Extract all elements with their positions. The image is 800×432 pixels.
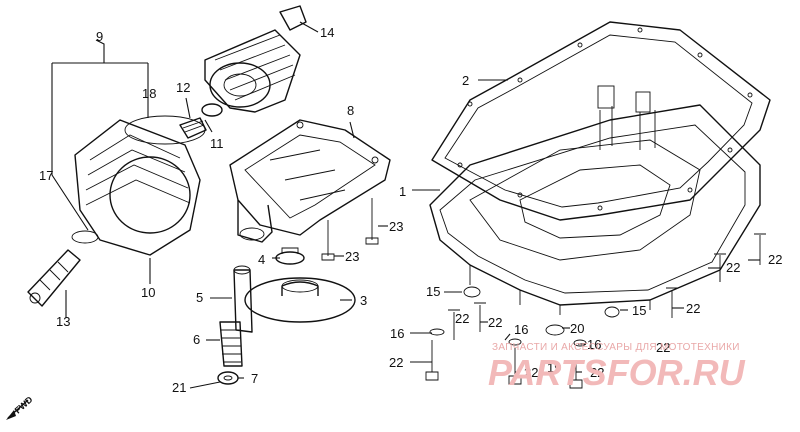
label-2: 2 [462, 73, 469, 88]
label-11: 11 [210, 136, 224, 151]
label-10: 10 [141, 285, 155, 300]
label-5: 5 [196, 290, 203, 305]
label-19: 19 [547, 360, 561, 375]
label-16b: 16 [514, 322, 528, 337]
label-13: 13 [56, 314, 70, 329]
label-22g: 22 [686, 301, 700, 316]
oil-filter-case [71, 119, 201, 256]
oil-pipe [27, 249, 81, 307]
label-22e: 22 [590, 365, 604, 380]
watermark-brand: PARTSFOR.RU [488, 352, 746, 393]
label-21: 21 [172, 380, 186, 395]
label-22c: 22 [455, 311, 469, 326]
label-15b: 15 [632, 303, 646, 318]
label-7: 7 [251, 371, 258, 386]
label-22h: 22 [726, 260, 740, 275]
label-14: 14 [320, 25, 334, 40]
label-15a: 15 [426, 284, 440, 299]
label-22b: 22 [488, 315, 502, 330]
oil-strainer [229, 119, 391, 243]
oil-pan-gasket [431, 21, 771, 221]
label-3: 3 [360, 293, 367, 308]
o-rings [124, 103, 223, 145]
fwd-label: FWD [13, 394, 35, 415]
label-16a: 16 [390, 326, 404, 341]
bolts [321, 198, 766, 389]
label-23b: 23 [345, 249, 359, 264]
label-17: 17 [39, 168, 53, 183]
leader-lines [51, 21, 760, 389]
label-22d: 22 [524, 365, 538, 380]
watermark-caption: ЗАПЧАСТИ И АКСЕССУАРЫ ДЛЯ МОТОТЕХНИКИ [492, 342, 740, 353]
fwd-arrow: FWD [6, 394, 35, 420]
label-9: 9 [96, 29, 103, 44]
label-1: 1 [399, 184, 406, 199]
label-12: 12 [176, 80, 190, 95]
label-16c: 16 [587, 337, 601, 352]
watermark: ЗАПЧАСТИ И АКСЕССУАРЫ ДЛЯ МОТОТЕХНИКИ PA… [488, 342, 746, 393]
oil-filter [204, 5, 307, 113]
part-labels: 9 18 12 11 14 8 2 1 17 10 13 23 23 4 5 3… [39, 25, 782, 395]
label-22i: 22 [768, 252, 782, 267]
label-18: 18 [142, 86, 156, 101]
label-6: 6 [193, 332, 200, 347]
label-23a: 23 [389, 219, 403, 234]
label-4: 4 [258, 252, 265, 267]
label-8: 8 [347, 103, 354, 118]
oil-pan [429, 85, 761, 315]
label-20: 20 [570, 321, 584, 336]
relief-valve-parts [217, 247, 356, 385]
label-22a: 22 [389, 355, 403, 370]
label-22f: 22 [656, 340, 670, 355]
